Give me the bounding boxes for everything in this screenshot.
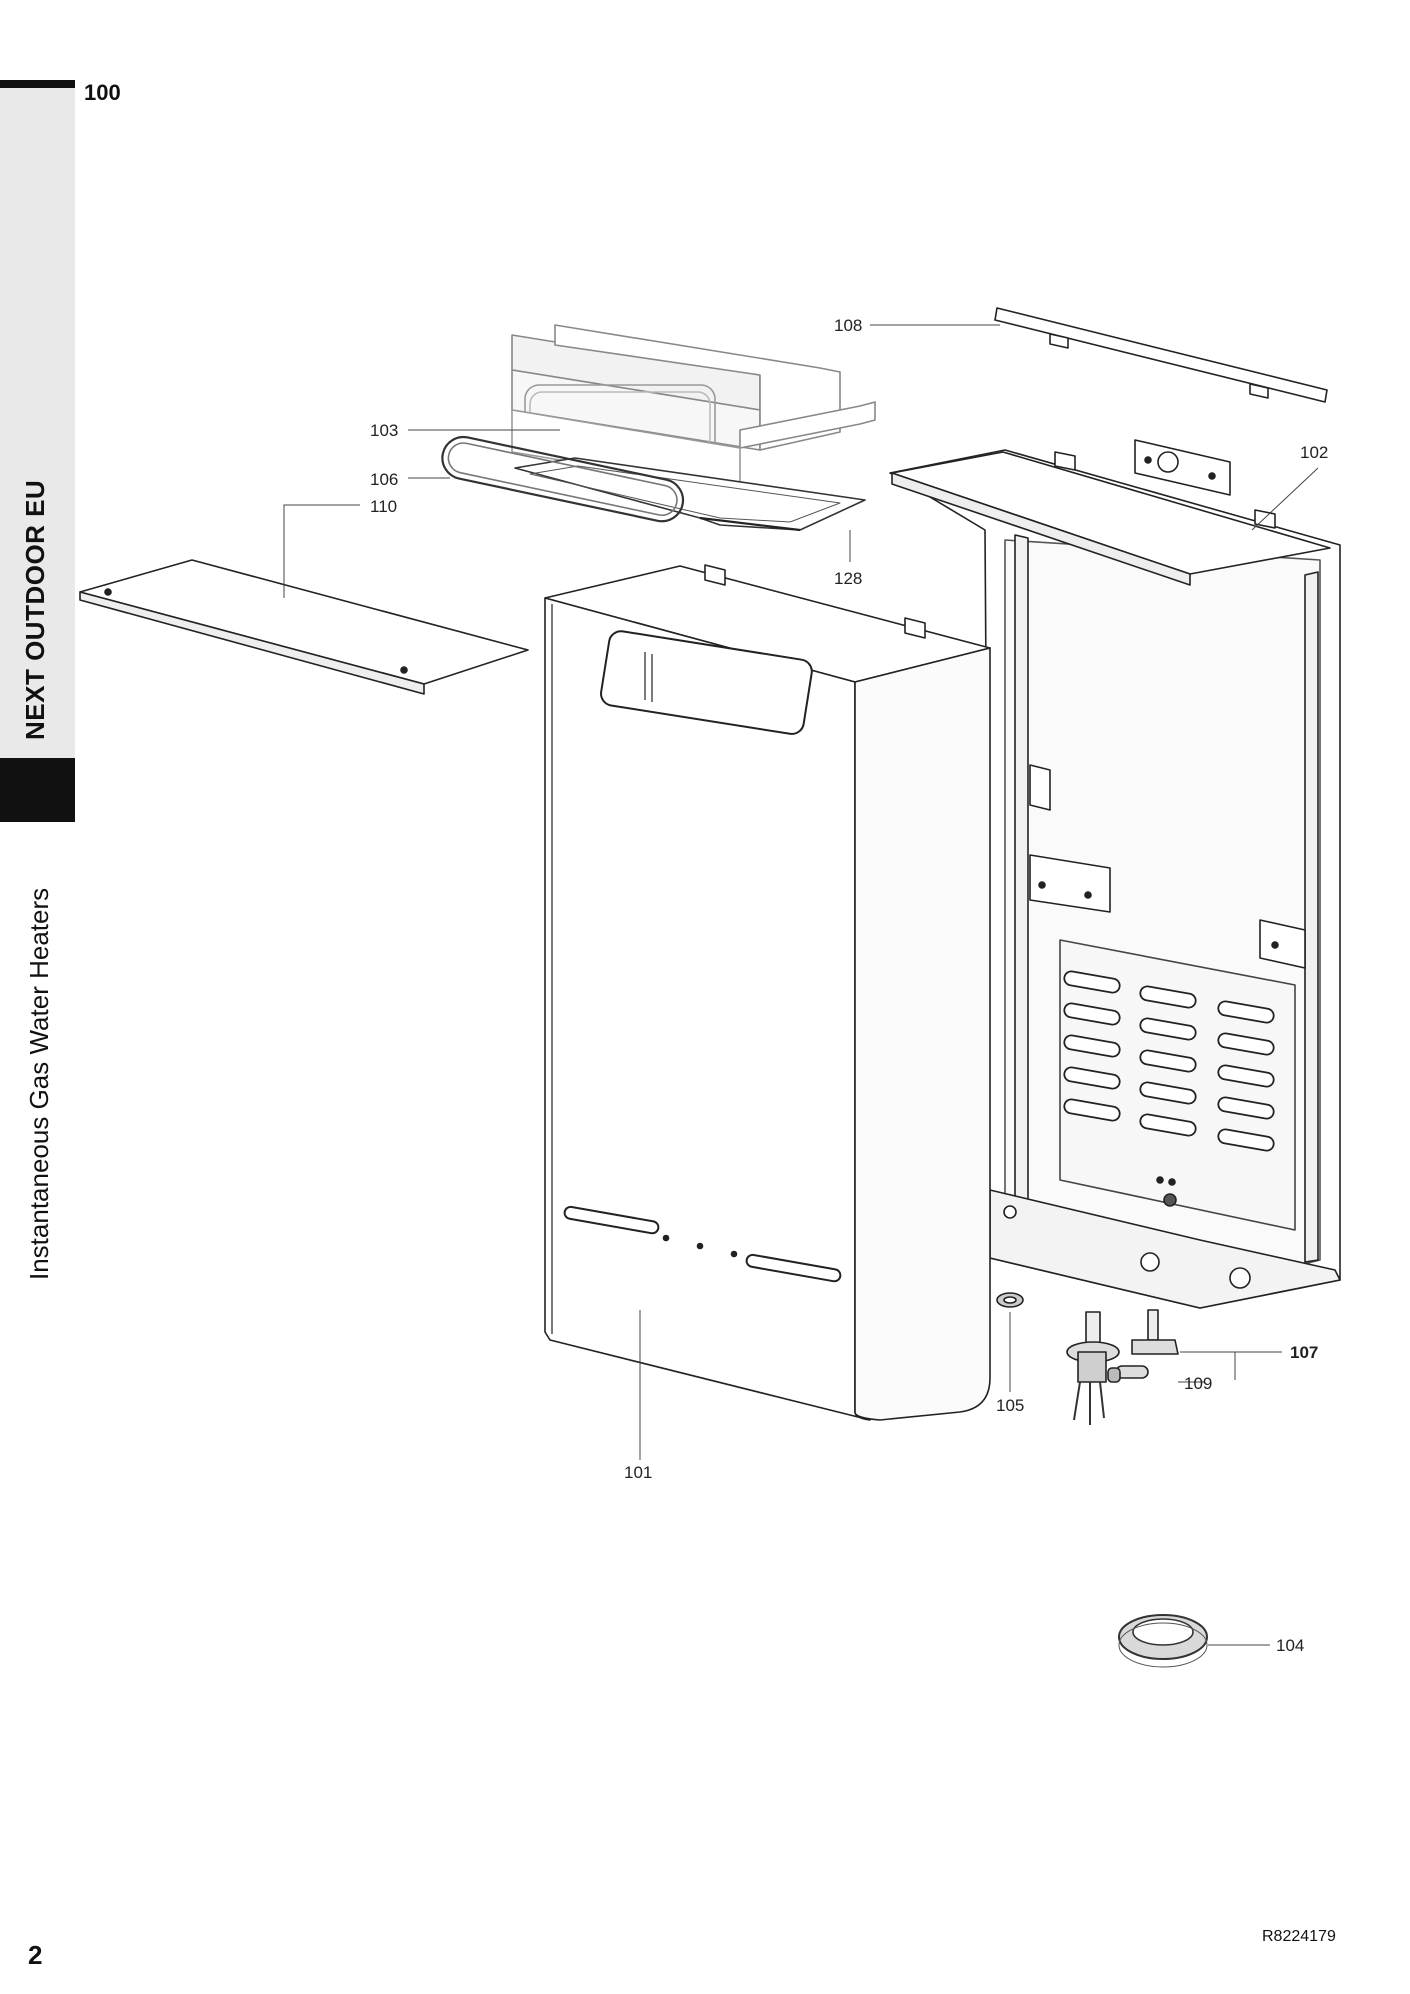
- part-labels: 108 103 106 110 128 102 101 105 107 109 …: [370, 316, 1328, 1655]
- label-110: 110: [370, 497, 397, 516]
- label-128: 128: [834, 569, 862, 588]
- sidebar-product-band: [0, 88, 75, 758]
- label-101: 101: [624, 1463, 652, 1482]
- part-108-top-strip: [994, 307, 1328, 403]
- part-110-side-panel: [79, 559, 529, 695]
- label-105: 105: [996, 1396, 1024, 1415]
- page-number: 2: [28, 1940, 43, 1970]
- part-101-front-cover: [544, 564, 991, 1421]
- label-104: 104: [1276, 1636, 1304, 1655]
- label-109: 109: [1184, 1374, 1212, 1393]
- label-108: 108: [834, 316, 862, 335]
- section-number: 100: [84, 80, 121, 105]
- label-102: 102: [1300, 443, 1328, 462]
- part-106-seal-ring: [441, 435, 685, 523]
- part-104-ring: [1118, 1614, 1208, 1668]
- part-128-gasket: [514, 457, 866, 532]
- part-107-valve-assembly: [1066, 1309, 1179, 1425]
- part-103-flue-box: [511, 324, 876, 491]
- label-103: 103: [370, 421, 398, 440]
- document-reference: R8224179: [1262, 1928, 1336, 1945]
- label-106: 106: [370, 470, 398, 489]
- part-105-washer: [996, 1292, 1024, 1308]
- label-107: 107: [1290, 1343, 1318, 1362]
- sidebar-marker-block: [0, 758, 75, 822]
- leader-lines: [283, 324, 1319, 1646]
- sidebar-top-rule: [0, 80, 75, 88]
